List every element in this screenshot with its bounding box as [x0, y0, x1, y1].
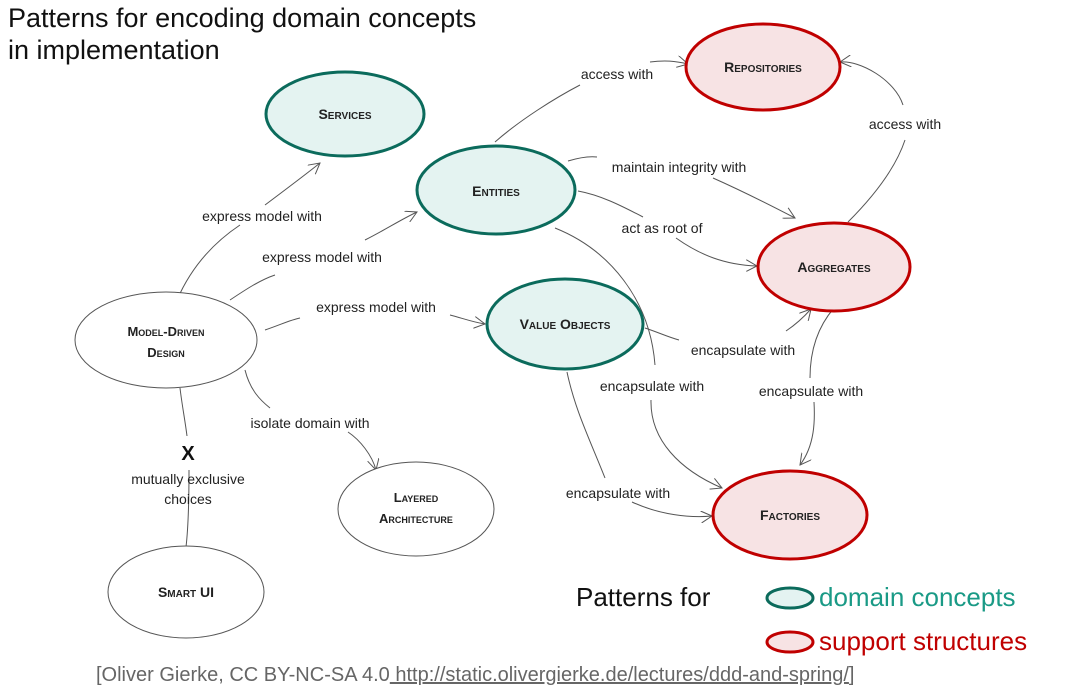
- node-label-repositories: Repositories: [724, 59, 802, 75]
- edge-mdd-value-objects: [264, 315, 485, 330]
- node-label-layered-1: Layered: [394, 490, 439, 505]
- node-label-services: Services: [318, 106, 371, 122]
- edge-entities-aggregates-integrity: [567, 156, 795, 218]
- edge-mdd-services: [176, 163, 320, 301]
- edge-entities-factories: [554, 227, 722, 488]
- edge-label-mdd-layered: isolate domain with: [250, 415, 369, 431]
- exclusive-label-line-1: mutually exclusive: [131, 471, 245, 487]
- exclusive-marker: X: [181, 443, 195, 465]
- node-layered-architecture[interactable]: Layered Architecture: [337, 461, 495, 557]
- edge-valueobjects-factories: [566, 371, 712, 517]
- node-label-factories: Factories: [760, 507, 820, 523]
- edge-label-entities-factories: encapsulate with: [600, 378, 704, 394]
- edge-label-valueobjects-aggregates: encapsulate with: [691, 342, 795, 358]
- edge-label-mdd-entities: express model with: [262, 249, 382, 265]
- node-label-smart-ui: Smart UI: [158, 584, 214, 600]
- edge-label-mdd-services: express model with: [202, 208, 322, 224]
- edge-label-entities-repositories: access with: [581, 66, 653, 82]
- title-line-2: in implementation: [8, 35, 220, 65]
- legend-title: Patterns for: [576, 582, 711, 612]
- node-model-driven-design[interactable]: Model-Driven Design: [74, 291, 258, 389]
- node-label-aggregates: Aggregates: [797, 259, 871, 275]
- edge-label-entities-aggregates-root: act as root of: [622, 220, 703, 236]
- title-line-1: Patterns for encoding domain concepts: [8, 3, 477, 33]
- attribution-suffix: ]: [848, 664, 855, 686]
- edge-aggregates-factories: [800, 307, 835, 465]
- edge-label-aggregates-factories: encapsulate with: [759, 383, 863, 399]
- node-label-layered-2: Architecture: [379, 511, 453, 526]
- node-aggregates[interactable]: Aggregates: [756, 221, 912, 313]
- edge-label-valueobjects-factories: encapsulate with: [566, 485, 670, 501]
- node-entities[interactable]: Entities: [415, 144, 577, 236]
- node-services[interactable]: Services: [264, 70, 426, 158]
- node-label-mdd-1: Model-Driven: [127, 324, 204, 339]
- node-label-entities: Entities: [472, 183, 520, 199]
- edge-mdd-entities: [229, 212, 417, 301]
- legend-label-domain-concepts: domain concepts: [819, 582, 1016, 612]
- legend-label-support-structures: support structures: [819, 626, 1028, 656]
- exclusive-label-line-2: choices: [164, 491, 211, 507]
- legend-item-support-structures: support structures: [765, 626, 1027, 657]
- edge-label-entities-aggregates-integrity: maintain integrity with: [612, 159, 747, 175]
- attribution-footer: [Oliver Gierke, CC BY-NC-SA 4.0 http://s…: [96, 664, 854, 687]
- legend-support-ellipse-icon: [765, 630, 815, 653]
- edge-label-mdd-value-objects: express model with: [316, 299, 436, 315]
- node-label-mdd-2: Design: [147, 345, 184, 360]
- node-repositories[interactable]: Repositories: [684, 22, 842, 112]
- attribution-text: [Oliver Gierke, CC BY-NC-SA 4.0: [96, 664, 390, 686]
- attribution-link[interactable]: http://static.olivergierke.de/lectures/d…: [389, 664, 849, 686]
- diagram-title: Patterns for encoding domain concepts in…: [8, 2, 476, 66]
- legend-domain-ellipse-icon: [765, 586, 815, 609]
- edge-label-aggregates-repositories: access with: [869, 116, 941, 132]
- edge-mdd-layered: [244, 369, 376, 470]
- edge-mdd-smartui: [179, 387, 190, 548]
- node-value-objects[interactable]: Value Objects: [485, 277, 645, 371]
- edge-entities-aggregates-root: [577, 190, 757, 266]
- edge-aggregates-repositories: [840, 62, 906, 223]
- node-label-value-objects: Value Objects: [520, 316, 611, 332]
- node-factories[interactable]: Factories: [711, 469, 869, 561]
- node-smart-ui[interactable]: Smart UI: [107, 545, 265, 639]
- legend-item-domain-concepts: domain concepts: [765, 582, 1016, 613]
- edge-valueobjects-aggregates: [644, 309, 811, 341]
